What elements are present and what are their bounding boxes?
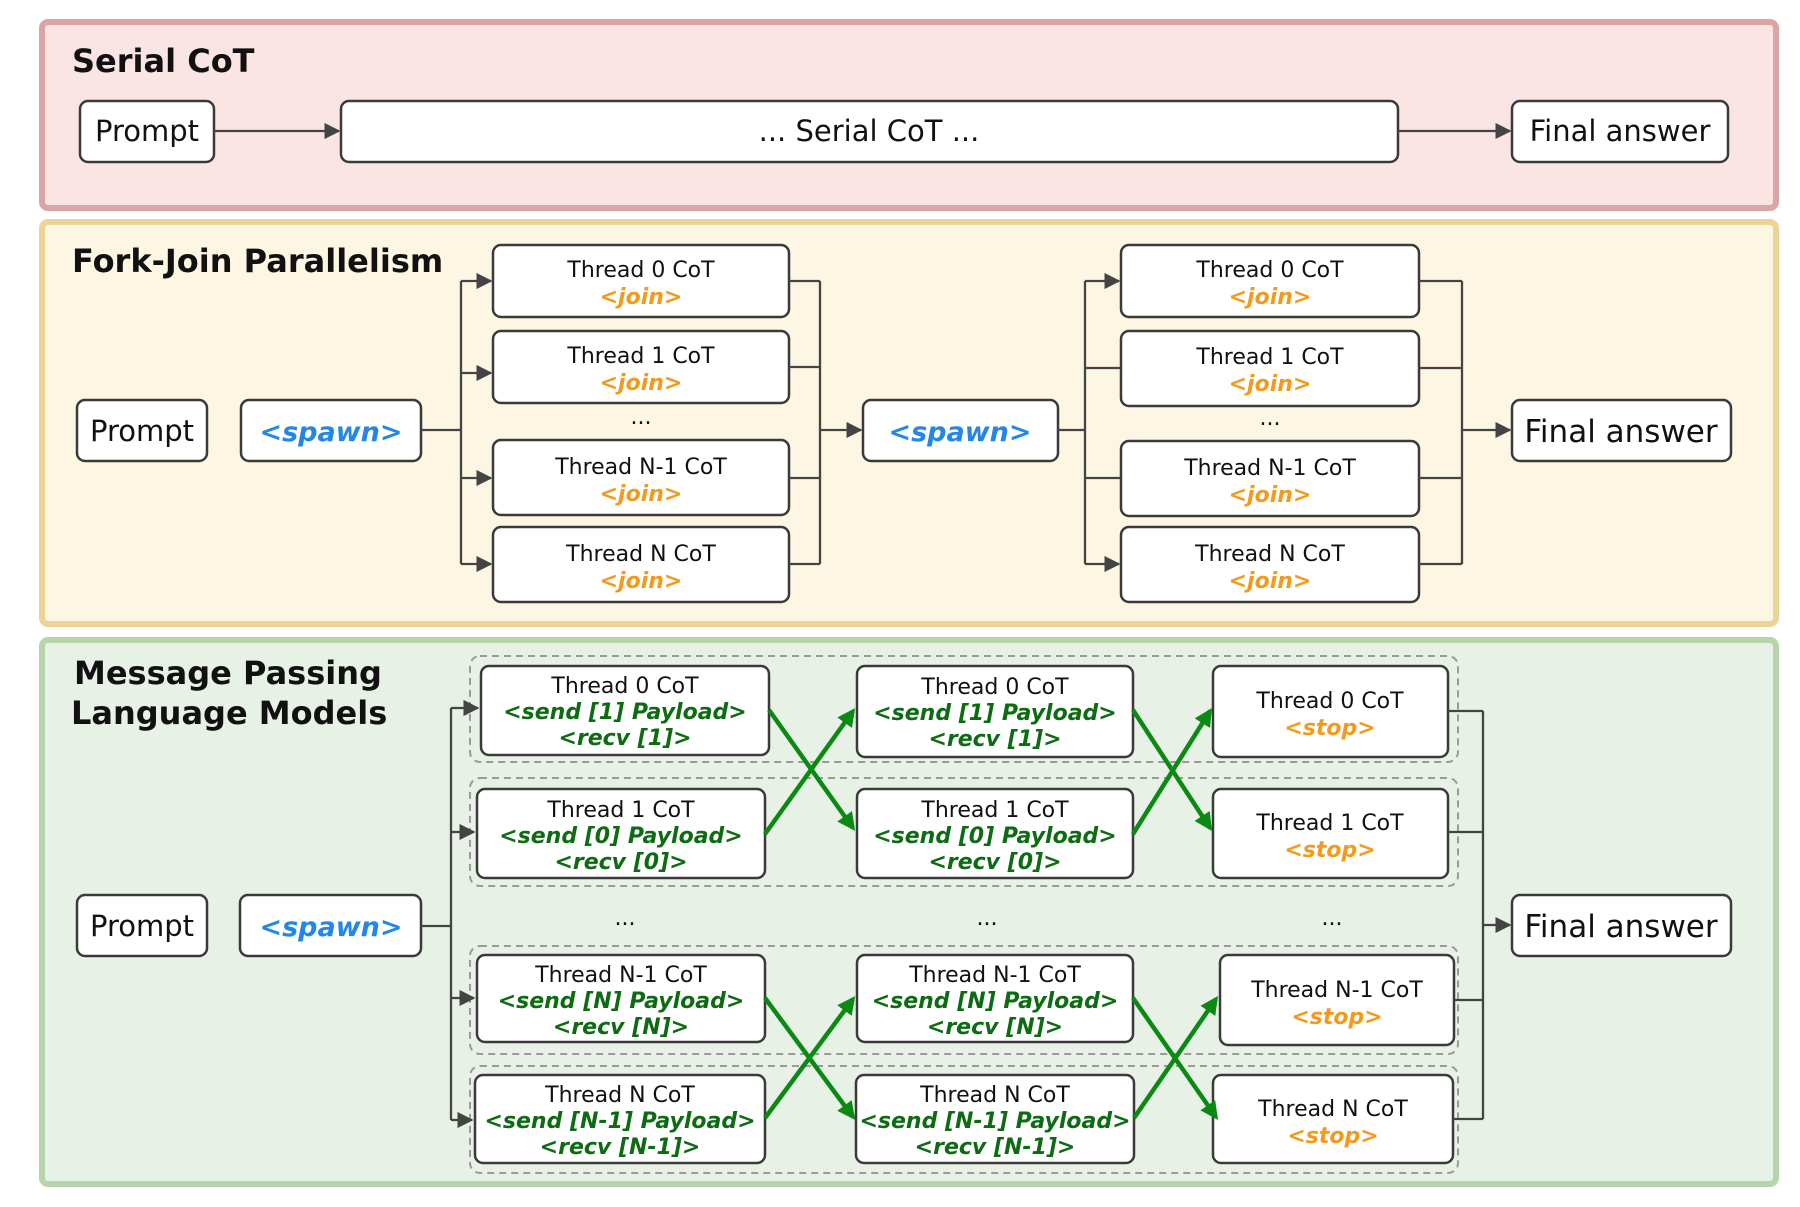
mp-c1-thread-1: Thread 1 CoT [546, 798, 695, 823]
mp-c3-stop-0: <stop> [1284, 716, 1375, 741]
serial-cot: ... Serial CoT ... [759, 114, 980, 148]
fork-g1-thread-0: Thread 0 CoT [566, 258, 715, 283]
mp-c2-send-0: <send [1] Payload> [873, 701, 1117, 726]
mp-c2-send-n: <send [N-1] Payload> [859, 1109, 1130, 1134]
mp-c2-recv-1: <recv [0]> [928, 850, 1061, 875]
mp-c1-dots: ... [615, 906, 636, 931]
serial-title: Serial CoT [72, 42, 255, 80]
fork-g1-dots: ... [631, 405, 652, 430]
mp-c1-thread-0: Thread 0 CoT [550, 674, 699, 699]
fork-spawn-1: <spawn> [259, 417, 402, 448]
fork-final-answer: Final answer [1524, 414, 1718, 450]
fork-g2-thread-n: Thread N CoT [1194, 542, 1345, 567]
mp-row-group-0 [469, 655, 1459, 763]
mp-panel [39, 637, 1779, 1187]
fork-g1-join-0: <join> [600, 285, 683, 310]
fork-spawn-2: <spawn> [888, 417, 1031, 448]
mp-c1-send-n: <send [N-1] Payload> [484, 1109, 755, 1134]
fork-g1-thread-n: Thread N CoT [565, 542, 716, 567]
fork-g1-thread-n1: Thread N-1 CoT [554, 455, 727, 480]
fork-g2-join-1: <join> [1229, 372, 1312, 397]
fork-g2-thread-1: Thread 1 CoT [1195, 345, 1344, 370]
mp-title-line1: Message Passing [74, 654, 382, 692]
mp-spawn: <spawn> [259, 912, 402, 943]
fork-g2-dots: ... [1260, 406, 1281, 431]
mp-c2-send-1: <send [0] Payload> [873, 824, 1117, 849]
mp-c3-thread-n1: Thread N-1 CoT [1250, 978, 1423, 1003]
fork-g2-join-n1: <join> [1229, 483, 1312, 508]
mp-c1-recv-0: <recv [1]> [558, 726, 691, 751]
mp-c3-thread-0: Thread 0 CoT [1255, 689, 1404, 714]
mp-c1-recv-1: <recv [0]> [554, 850, 687, 875]
mp-c3-stop-n1: <stop> [1291, 1005, 1382, 1030]
mp-c3-dots: ... [1322, 906, 1343, 931]
fork-g2-thread-n1: Thread N-1 CoT [1183, 456, 1356, 481]
fork-g2-join-n: <join> [1229, 569, 1312, 594]
fork-section: Fork-Join Parallelism Prompt <spawn> Thr… [39, 219, 1779, 627]
mp-c1-recv-n: <recv [N-1]> [540, 1135, 701, 1160]
serial-prompt: Prompt [95, 114, 199, 148]
mp-c1-send-n1: <send [N] Payload> [498, 989, 745, 1014]
mp-c2-send-n1: <send [N] Payload> [872, 989, 1119, 1014]
mp-c2-recv-n: <recv [N-1]> [915, 1135, 1076, 1160]
mp-title-line2: Language Models [71, 694, 387, 732]
mp-c1-thread-n: Thread N CoT [544, 1083, 695, 1108]
mp-final-answer: Final answer [1524, 909, 1718, 945]
fork-prompt: Prompt [90, 414, 194, 448]
mp-c3-stop-1: <stop> [1284, 838, 1375, 863]
mp-c1-thread-n1: Thread N-1 CoT [534, 963, 707, 988]
fork-title: Fork-Join Parallelism [72, 242, 443, 280]
fork-g2-join-0: <join> [1229, 285, 1312, 310]
mp-c3-stop-n: <stop> [1287, 1124, 1378, 1149]
fork-g2-thread-0: Thread 0 CoT [1195, 258, 1344, 283]
mp-c2-thread-n: Thread N CoT [919, 1083, 1070, 1108]
mp-c2-recv-0: <recv [1]> [928, 727, 1061, 752]
mp-c2-recv-n1: <recv [N]> [927, 1015, 1063, 1040]
mp-c1-recv-n1: <recv [N]> [553, 1015, 689, 1040]
mp-prompt: Prompt [90, 909, 194, 943]
mp-section: Message Passing Language Models Prompt <… [39, 637, 1779, 1187]
fork-g1-join-n1: <join> [600, 482, 683, 507]
mp-c3-thread-1: Thread 1 CoT [1255, 811, 1404, 836]
mp-c2-thread-0: Thread 0 CoT [920, 675, 1069, 700]
serial-final-answer: Final answer [1530, 114, 1711, 148]
fork-g1-join-n: <join> [600, 569, 683, 594]
serial-section: Serial CoT Prompt ... Serial CoT ... Fin… [39, 19, 1779, 211]
mp-c3-thread-n: Thread N CoT [1257, 1097, 1408, 1122]
mp-c1-send-1: <send [0] Payload> [499, 824, 743, 849]
fork-g1-join-1: <join> [600, 371, 683, 396]
mp-c2-thread-n1: Thread N-1 CoT [908, 963, 1081, 988]
mp-c1-send-0: <send [1] Payload> [503, 700, 747, 725]
mp-c2-thread-1: Thread 1 CoT [920, 798, 1069, 823]
mp-c2-dots: ... [977, 906, 998, 931]
fork-g1-thread-1: Thread 1 CoT [566, 344, 715, 369]
